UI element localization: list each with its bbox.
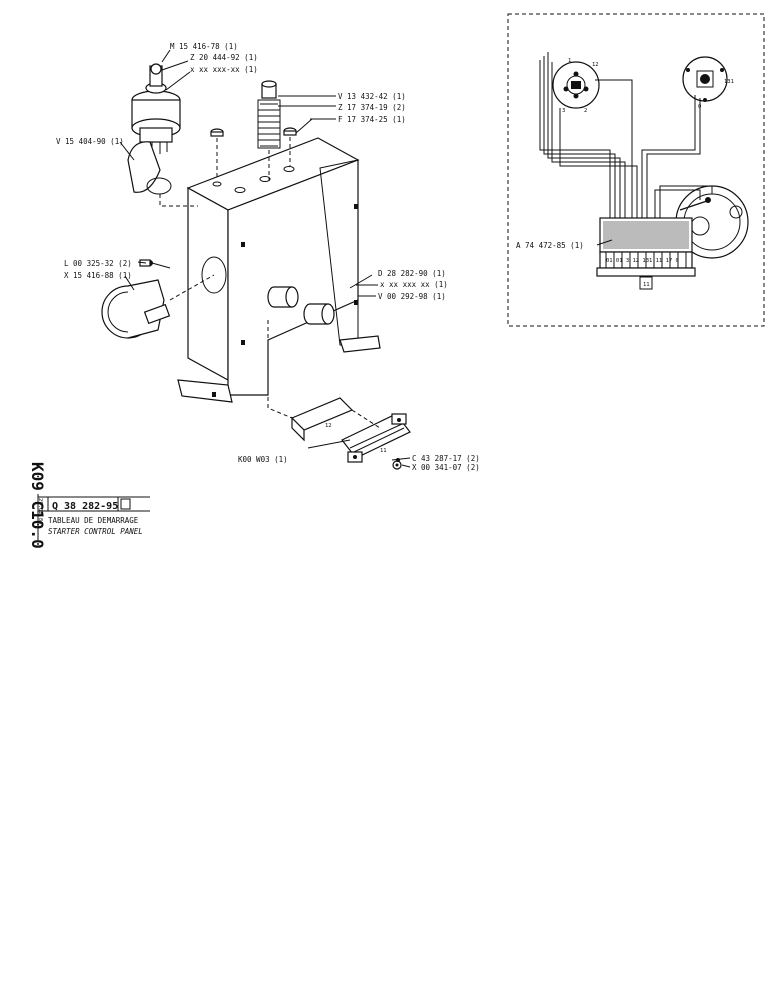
harness-connectors: [267, 320, 411, 470]
wire-label-131: 131: [724, 79, 734, 85]
a74472-leader: [596, 239, 613, 246]
callout-v00292: V 00 292-98 (1): [378, 292, 446, 301]
inset-frame: [507, 13, 765, 327]
ignition-switch: [131, 63, 181, 154]
title-block: K09 C10.0 29.02.84 Q 38 282-95 TABLEAU D…: [28, 462, 150, 549]
callout-f17374: F 17 374-25 (1): [338, 115, 406, 124]
inset-ignition-switch: [552, 61, 600, 109]
title-french: TABLEAU DE DEMARRAGE: [48, 516, 139, 525]
connector-terminals: 01 01 3 12 131 11 17 0: [606, 258, 679, 264]
panel-bracket: [177, 137, 381, 403]
callout-xkey: x xx xxx-xx (1): [190, 65, 258, 74]
callout-v15404: V 15 404-90 (1): [56, 137, 124, 146]
connector-number: 11: [643, 282, 650, 288]
callout-l00325: L 00 325-32 (2): [64, 259, 132, 268]
wire-label-1: 1: [568, 58, 571, 64]
callout-xplug: x xx xxx xx (1): [380, 280, 448, 289]
wire-label-12: 12: [592, 62, 599, 68]
part-number: Q 38 282-95: [52, 501, 118, 512]
callout-v13432: V 13 432-42 (1): [338, 92, 406, 101]
inset-start-button: [682, 56, 728, 102]
callout-x00341: X 00 341-07 (2): [412, 463, 480, 472]
callout-k00w03: K00 W03 (1): [238, 455, 288, 464]
start-button: [257, 80, 281, 180]
wire-label-2: 2: [584, 108, 587, 114]
title-english: STARTER CONTROL PANEL: [48, 527, 143, 536]
callout-d28282: D 28 282-90 (1): [378, 269, 446, 278]
connector-12-label: 12: [325, 423, 332, 429]
spacer-tubes: [267, 286, 335, 325]
wiring-inset: 12 1 2 3 131 0 A 74 472-85 (1) 01 01 3 1…: [507, 13, 765, 327]
callout-a74472: A 74 472-85 (1): [516, 241, 584, 250]
callout-z17374: Z 17 374-19 (2): [338, 103, 406, 112]
inset-wires: [539, 52, 713, 222]
blanking-plugs: [210, 127, 297, 180]
callout-z20444: Z 20 444-92 (1): [190, 53, 258, 62]
switch-cover: [127, 141, 172, 195]
wire-label-3: 3: [562, 108, 565, 114]
connector-11-label: 11: [380, 448, 387, 454]
gauge: [101, 259, 171, 339]
callout-c43287: C 43 287-17 (2): [412, 454, 480, 463]
callout-m15416: M 15 416-78 (1): [170, 42, 238, 51]
callout-x15416: X 15 416-88 (1): [64, 271, 132, 280]
leader-lines: [119, 49, 411, 468]
inset-connector: [596, 217, 696, 290]
date-label: 29.02.84: [37, 498, 43, 525]
wire-label-0: 0: [698, 104, 701, 110]
